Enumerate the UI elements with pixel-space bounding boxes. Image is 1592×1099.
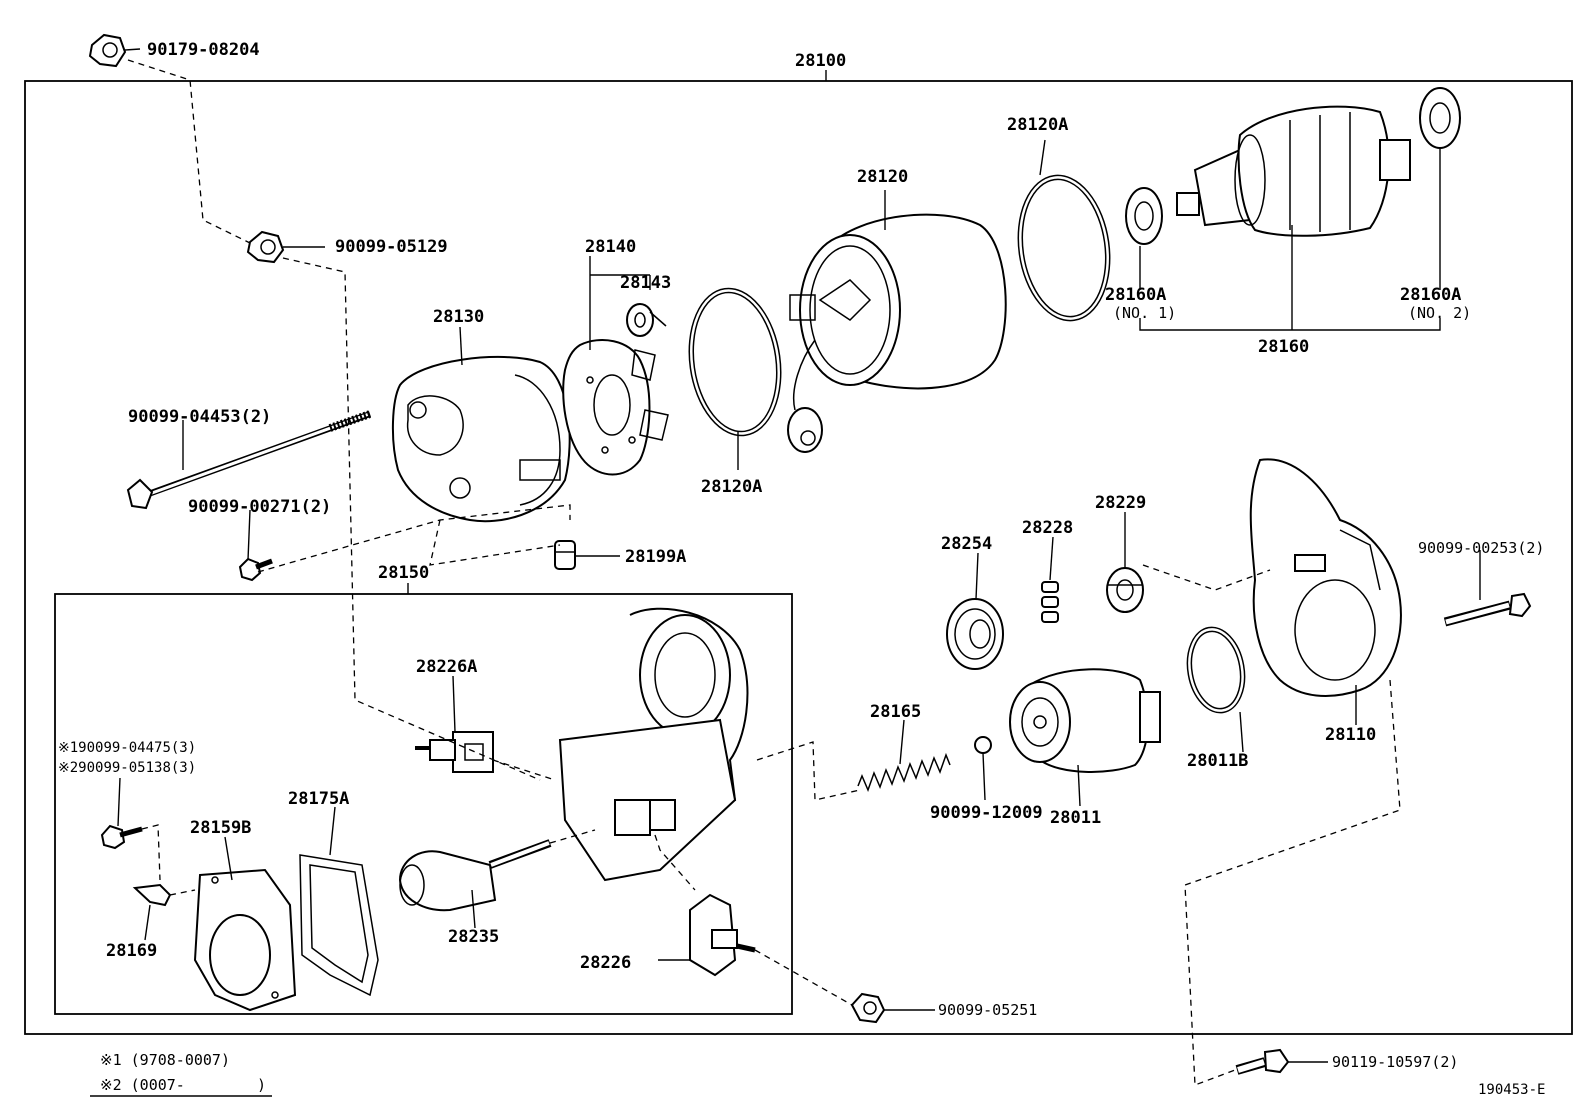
label-28175A: 28175A <box>288 789 349 809</box>
footnote-2: ※2 (0007- ) <box>100 1076 266 1094</box>
bearing-28143 <box>626 303 667 337</box>
plunger-28235 <box>398 839 552 912</box>
label-90099-00253: 90099-00253(2) <box>1418 539 1544 557</box>
grommet-28199A <box>554 540 576 570</box>
retainer-28229 <box>1106 567 1144 613</box>
terminal-28226A <box>415 731 494 773</box>
housing-28110 <box>1249 458 1402 697</box>
label-90099-12009: 90099-12009 <box>930 803 1043 823</box>
yoke-28120 <box>787 213 1007 453</box>
label-28150: 28150 <box>378 563 429 583</box>
label-28140: 28140 <box>585 237 636 257</box>
spring-28165 <box>857 752 951 793</box>
through-bolt-90099-04453 <box>126 410 372 510</box>
label-28011B: 28011B <box>1187 751 1248 771</box>
label-28160A-no2: 28160A <box>1400 285 1461 305</box>
label-90099-04475: ※190099-04475(3) <box>58 740 196 756</box>
gear-28254 <box>946 598 1004 670</box>
clutch-28011 <box>1009 668 1161 773</box>
label-28011: 28011 <box>1050 808 1101 828</box>
label-28159B: 28159B <box>190 818 251 838</box>
label-28100: 28100 <box>795 51 846 71</box>
bolt-90099-00253 <box>1443 592 1532 627</box>
rollers-28228 <box>1041 581 1059 623</box>
armature-28160 <box>1176 105 1411 237</box>
label-28226A: 28226A <box>416 657 477 677</box>
label-28228: 28228 <box>1022 518 1073 538</box>
gasket-28175A <box>299 854 379 997</box>
label-28120A-bottom: 28120A <box>701 477 762 497</box>
label-28254: 28254 <box>941 534 992 554</box>
label-28143: 28143 <box>620 273 671 293</box>
ball-90099-12009 <box>974 736 992 754</box>
label-90099-05138: ※290099-05138(3) <box>58 760 196 776</box>
bearing-28160A-no2 <box>1419 87 1461 149</box>
label-28120: 28120 <box>857 167 908 187</box>
assembly-28100-frame <box>24 80 1573 1035</box>
label-28110: 28110 <box>1325 725 1376 745</box>
terminal-28226 <box>689 893 756 977</box>
label-90179-08204: 90179-08204 <box>147 40 260 60</box>
label-28169: 28169 <box>106 941 157 961</box>
reference-code: 190453-E <box>1478 1082 1545 1098</box>
label-28130: 28130 <box>433 307 484 327</box>
o-ring-28011B <box>1186 626 1246 714</box>
label-28120A-top: 28120A <box>1007 115 1068 135</box>
label-28229: 28229 <box>1095 493 1146 513</box>
label-90099-05129: 90099-05129 <box>335 237 448 257</box>
screw-90099-00271 <box>238 557 273 582</box>
label-28160A-no1: 28160A <box>1105 285 1166 305</box>
label-28160A-no1-sub: (NO. 1) <box>1113 304 1176 322</box>
label-28235: 28235 <box>448 927 499 947</box>
label-90099-00271: 90099-00271(2) <box>188 497 331 517</box>
label-28226: 28226 <box>580 953 631 973</box>
label-90099-05251: 90099-05251 <box>938 1001 1037 1019</box>
label-28160: 28160 <box>1258 337 1309 357</box>
cover-28159B <box>193 868 297 1012</box>
nut-90099-05129 <box>246 230 285 264</box>
o-ring-28120A-lower <box>688 287 782 437</box>
subassembly-28150-frame <box>54 593 793 1015</box>
bolt-90119-10597 <box>1235 1048 1290 1075</box>
brush-holder-28140 <box>562 339 669 476</box>
bearing-28160A-no1 <box>1125 187 1163 245</box>
nut-90179-08204 <box>88 33 127 68</box>
label-28199A: 28199A <box>625 547 686 567</box>
screw-90099-04475 <box>100 824 143 850</box>
end-frame-28130 <box>391 355 571 523</box>
label-90119-10597: 90119-10597(2) <box>1332 1053 1458 1071</box>
label-28165: 28165 <box>870 702 921 722</box>
clip-28169 <box>132 883 172 907</box>
footnote-1: ※1 (9708-0007) <box>100 1051 230 1069</box>
nut-90099-05251 <box>850 992 886 1024</box>
magnetic-switch-body <box>558 607 749 882</box>
label-90099-04453: 90099-04453(2) <box>128 407 271 427</box>
label-28160A-no2-sub: (NO. 2) <box>1408 304 1471 322</box>
o-ring-28120A-upper <box>1017 174 1111 322</box>
